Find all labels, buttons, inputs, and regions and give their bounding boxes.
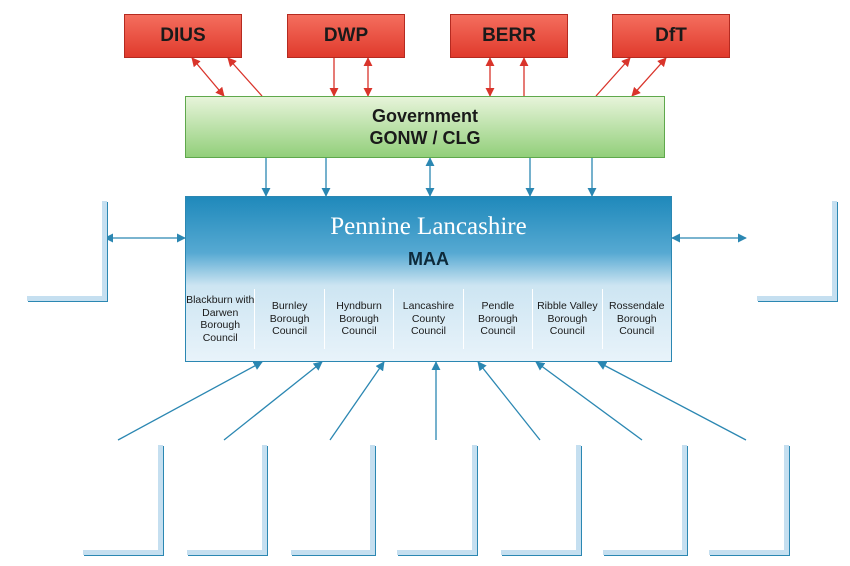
council-pendle: Pendle Borough Council — [464, 289, 534, 349]
department-dwp: DWP — [287, 14, 405, 58]
council-rossendale: Rossendale Borough Council — [609, 300, 665, 338]
government-box: Government GONW / CLG — [185, 96, 665, 158]
government-subtitle: GONW / CLG — [369, 128, 481, 148]
connector-lancashire-economic-maa — [597, 361, 747, 441]
maa-title: Pennine Lancashire — [330, 213, 527, 240]
department-label: DWP — [323, 25, 369, 46]
government-title: Government — [371, 106, 479, 126]
department-dft: DfT — [612, 14, 730, 58]
department-dius: DIUS — [124, 14, 242, 58]
connector-transformational-agenda-maa — [535, 361, 643, 441]
connector-housing-strategy-maa — [477, 361, 541, 441]
maa-box: Pennine Lancashire MAA Blackburn with Da… — [185, 196, 672, 362]
connector-laa-maa — [329, 361, 385, 441]
council-row: Blackburn with Darwen Borough Council Bu… — [186, 289, 671, 349]
connector-spatial-plan-maa — [117, 361, 263, 441]
department-label: DfT — [655, 25, 687, 46]
department-label: BERR — [482, 25, 536, 46]
connector-regional-economic-maa — [223, 361, 323, 441]
council-burnley: Burnley Borough Council — [255, 289, 325, 349]
connector-dft-government-2 — [631, 57, 667, 97]
council-ribble-valley: Ribble Valley Borough Council — [533, 289, 603, 349]
council-blackburn-with-darwen: Blackburn with Darwen Borough Council — [186, 289, 256, 349]
council-hyndburn: Hyndburn Borough Council — [325, 289, 395, 349]
connector-dius-government-1 — [191, 57, 225, 97]
maa-subtitle: MAA — [408, 249, 449, 269]
connector-dius-government-2 — [227, 57, 263, 97]
council-lancashire-county: Lancashire County Council — [394, 289, 464, 349]
department-label: DIUS — [160, 25, 206, 46]
connector-dft-government-1 — [595, 57, 631, 97]
department-berr: BERR — [450, 14, 568, 58]
